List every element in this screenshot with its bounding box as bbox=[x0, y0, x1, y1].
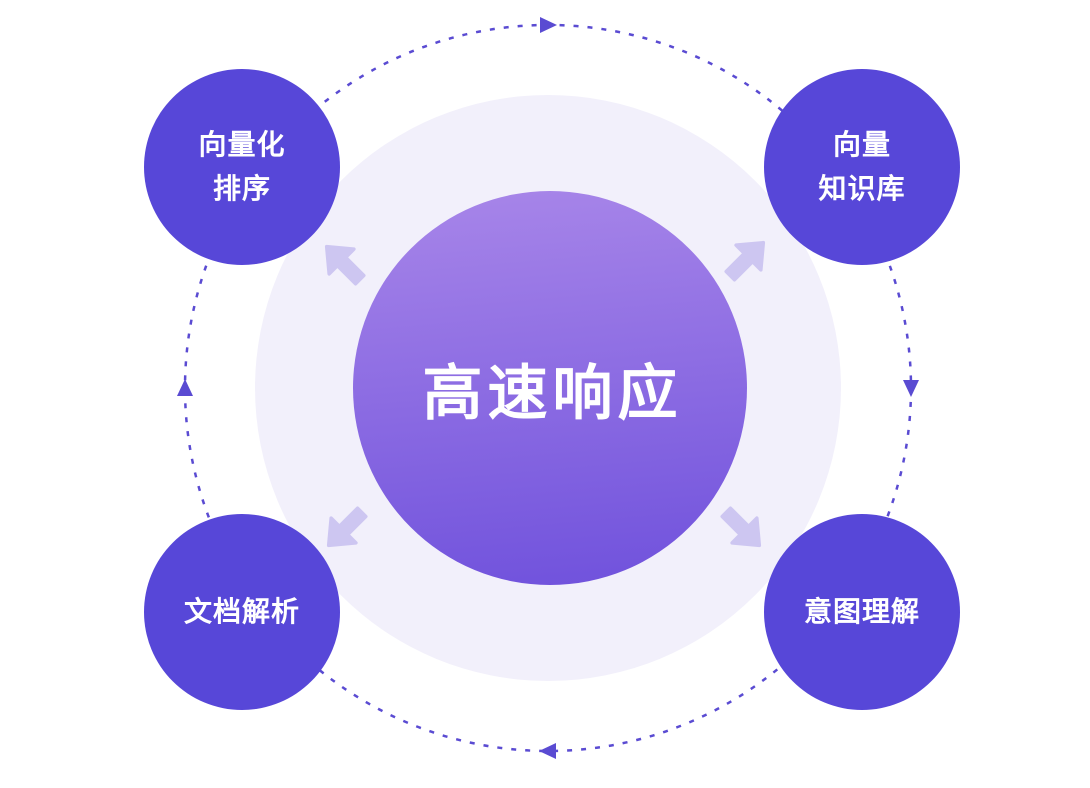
flow-arrow-top-left-icon bbox=[304, 224, 383, 303]
orbit-arrow-top-icon bbox=[540, 17, 557, 33]
node-label-line: 知识库 bbox=[818, 173, 906, 204]
node-label-line: 意图理解 bbox=[803, 595, 920, 627]
node-vector-knowledge-base: 向量 知识库 bbox=[764, 69, 960, 265]
orbit-arrow-bottom-icon bbox=[539, 743, 556, 759]
node-label-line: 向量 bbox=[832, 128, 891, 160]
node-intent-understanding: 意图理解 bbox=[764, 514, 960, 710]
center-node-label: 高速响应 bbox=[422, 359, 683, 427]
flow-arrow-top-right-icon bbox=[706, 220, 785, 299]
orbit-arrow-left-icon bbox=[177, 379, 193, 396]
flow-arrow-bottom-right-icon bbox=[702, 488, 781, 567]
node-label-line: 文档解析 bbox=[183, 595, 300, 627]
node-label-line: 向量化 bbox=[198, 128, 286, 160]
node-label-line: 排序 bbox=[212, 173, 271, 204]
node-document-parsing: 文档解析 bbox=[144, 514, 340, 710]
flow-arrow-bottom-left-icon bbox=[306, 488, 385, 567]
orbit-arrow-right-icon bbox=[903, 380, 919, 397]
center-node: 高速响应 bbox=[353, 191, 747, 585]
node-vectorize-sort: 向量化 排序 bbox=[144, 69, 340, 265]
